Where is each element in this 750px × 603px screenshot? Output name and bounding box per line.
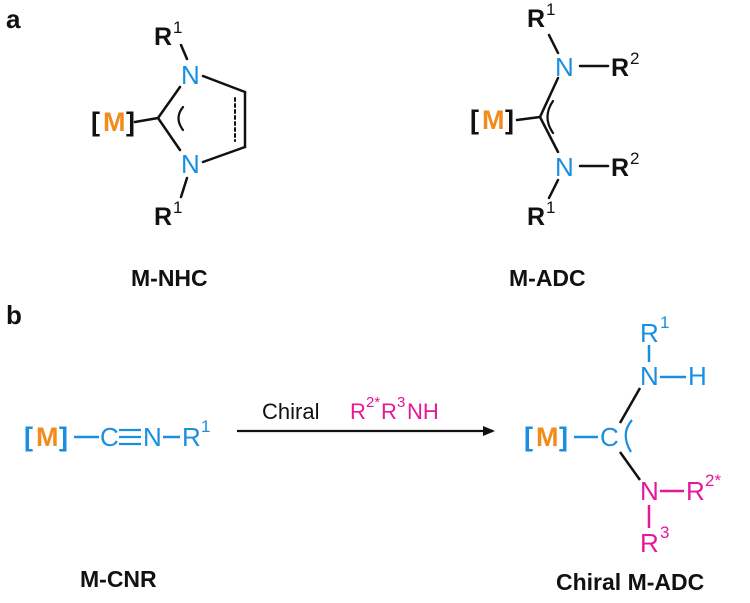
adc-r2-bottom-sup: 2 <box>630 149 639 168</box>
adc-r1-bottom-sup: 1 <box>546 198 555 217</box>
reagent-r3: R <box>381 399 397 424</box>
adc-r2-bottom: R <box>611 154 629 182</box>
nhc-r1-bottom: R <box>154 203 172 231</box>
reagent-nh: NH <box>407 399 439 424</box>
nhc-bond-metal-c2 <box>133 116 160 124</box>
reagent-r2-sup: 2* <box>366 394 380 411</box>
cnr-triple-bond <box>119 428 141 446</box>
nhc-bond-c2-n1 <box>156 85 182 120</box>
nhc-name: M-NHC <box>131 265 208 291</box>
adc-r1-bottom: R <box>527 203 545 231</box>
cnr-n-atom: N <box>143 422 162 452</box>
adc-bond-c-ntop <box>538 76 560 119</box>
cnr-metal: M <box>36 422 59 452</box>
product-c-atom: C <box>600 422 619 452</box>
product-r1-sup: 1 <box>660 313 669 332</box>
nhc-bond-n1-r1 <box>179 43 189 61</box>
product-r3-sup: 3 <box>660 523 669 542</box>
nhc-r1-top-sup: 1 <box>173 18 182 37</box>
nhc-n3-atom: N <box>181 149 200 179</box>
panel-b-label: b <box>6 300 22 330</box>
product-r2-sup: 2* <box>705 471 721 490</box>
adc-r1-top: R <box>527 5 545 33</box>
product-bond-c-nr <box>618 451 642 481</box>
adc-nbottom-atom: N <box>555 152 574 182</box>
adc-carbene-arc <box>546 99 555 135</box>
cnr-r1-sup: 1 <box>201 417 210 436</box>
adc-metal-open-bracket: [ <box>470 105 479 135</box>
nhc-metal-close-bracket: ] <box>126 107 135 137</box>
cnr-name: M-CNR <box>80 566 157 592</box>
adc-name: M-ADC <box>509 265 586 291</box>
nhc-carbene-arc <box>177 105 185 132</box>
adc-r2-top: R <box>611 54 629 82</box>
product-metal-close-bracket: ] <box>559 422 568 452</box>
adc-metal: M <box>482 105 505 135</box>
adc-ntop-atom: N <box>555 52 574 82</box>
nhc-r1-bottom-sup: 1 <box>173 198 182 217</box>
nhc-structure <box>133 43 247 199</box>
product-nr-n-atom: N <box>640 476 659 506</box>
nhc-bond-n3-c4 <box>201 145 247 164</box>
product-bond-c-nh <box>618 387 642 424</box>
nhc-bond-n3-r1 <box>179 176 189 199</box>
cnr-r1: R <box>182 422 201 452</box>
nhc-n1-atom: N <box>181 60 200 90</box>
adc-metal-close-bracket: ] <box>505 105 514 135</box>
adc-bond-ntop-r1 <box>547 33 560 55</box>
cnr-metal-close-bracket: ] <box>59 422 68 452</box>
product-r2: R <box>686 476 705 506</box>
nhc-r1-top: R <box>154 23 172 51</box>
adc-bond-metal-c <box>515 115 542 122</box>
product-h-atom: H <box>688 361 707 391</box>
nhc-bond-n1-c5 <box>201 74 247 94</box>
product-r3: R <box>640 528 659 558</box>
nhc-metal: M <box>103 107 126 137</box>
nhc-metal-open-bracket: [ <box>91 107 100 137</box>
cnr-c-atom: C <box>100 422 119 452</box>
adc-r1-top-sup: 1 <box>546 0 555 19</box>
product-name: Chiral M-ADC <box>556 569 704 595</box>
panel-a-label: a <box>6 4 21 34</box>
product-metal: M <box>536 422 559 452</box>
product-r1: R <box>640 318 659 348</box>
product-nh-n-atom: N <box>640 361 659 391</box>
nhc-bond-c2-n3 <box>156 116 182 152</box>
reagent-prefix: Chiral <box>262 399 319 424</box>
adc-r2-top-sup: 2 <box>630 49 639 68</box>
reagent-r2: R <box>350 399 366 424</box>
adc-structure <box>515 33 610 200</box>
adc-bond-nbottom-r1 <box>547 178 560 200</box>
adc-bond-c-nbottom <box>538 115 560 154</box>
product-carbene-arc <box>624 419 633 453</box>
reagent-r3-sup: 3 <box>397 394 405 411</box>
product-metal-open-bracket: [ <box>524 422 533 452</box>
cnr-metal-open-bracket: [ <box>24 422 33 452</box>
